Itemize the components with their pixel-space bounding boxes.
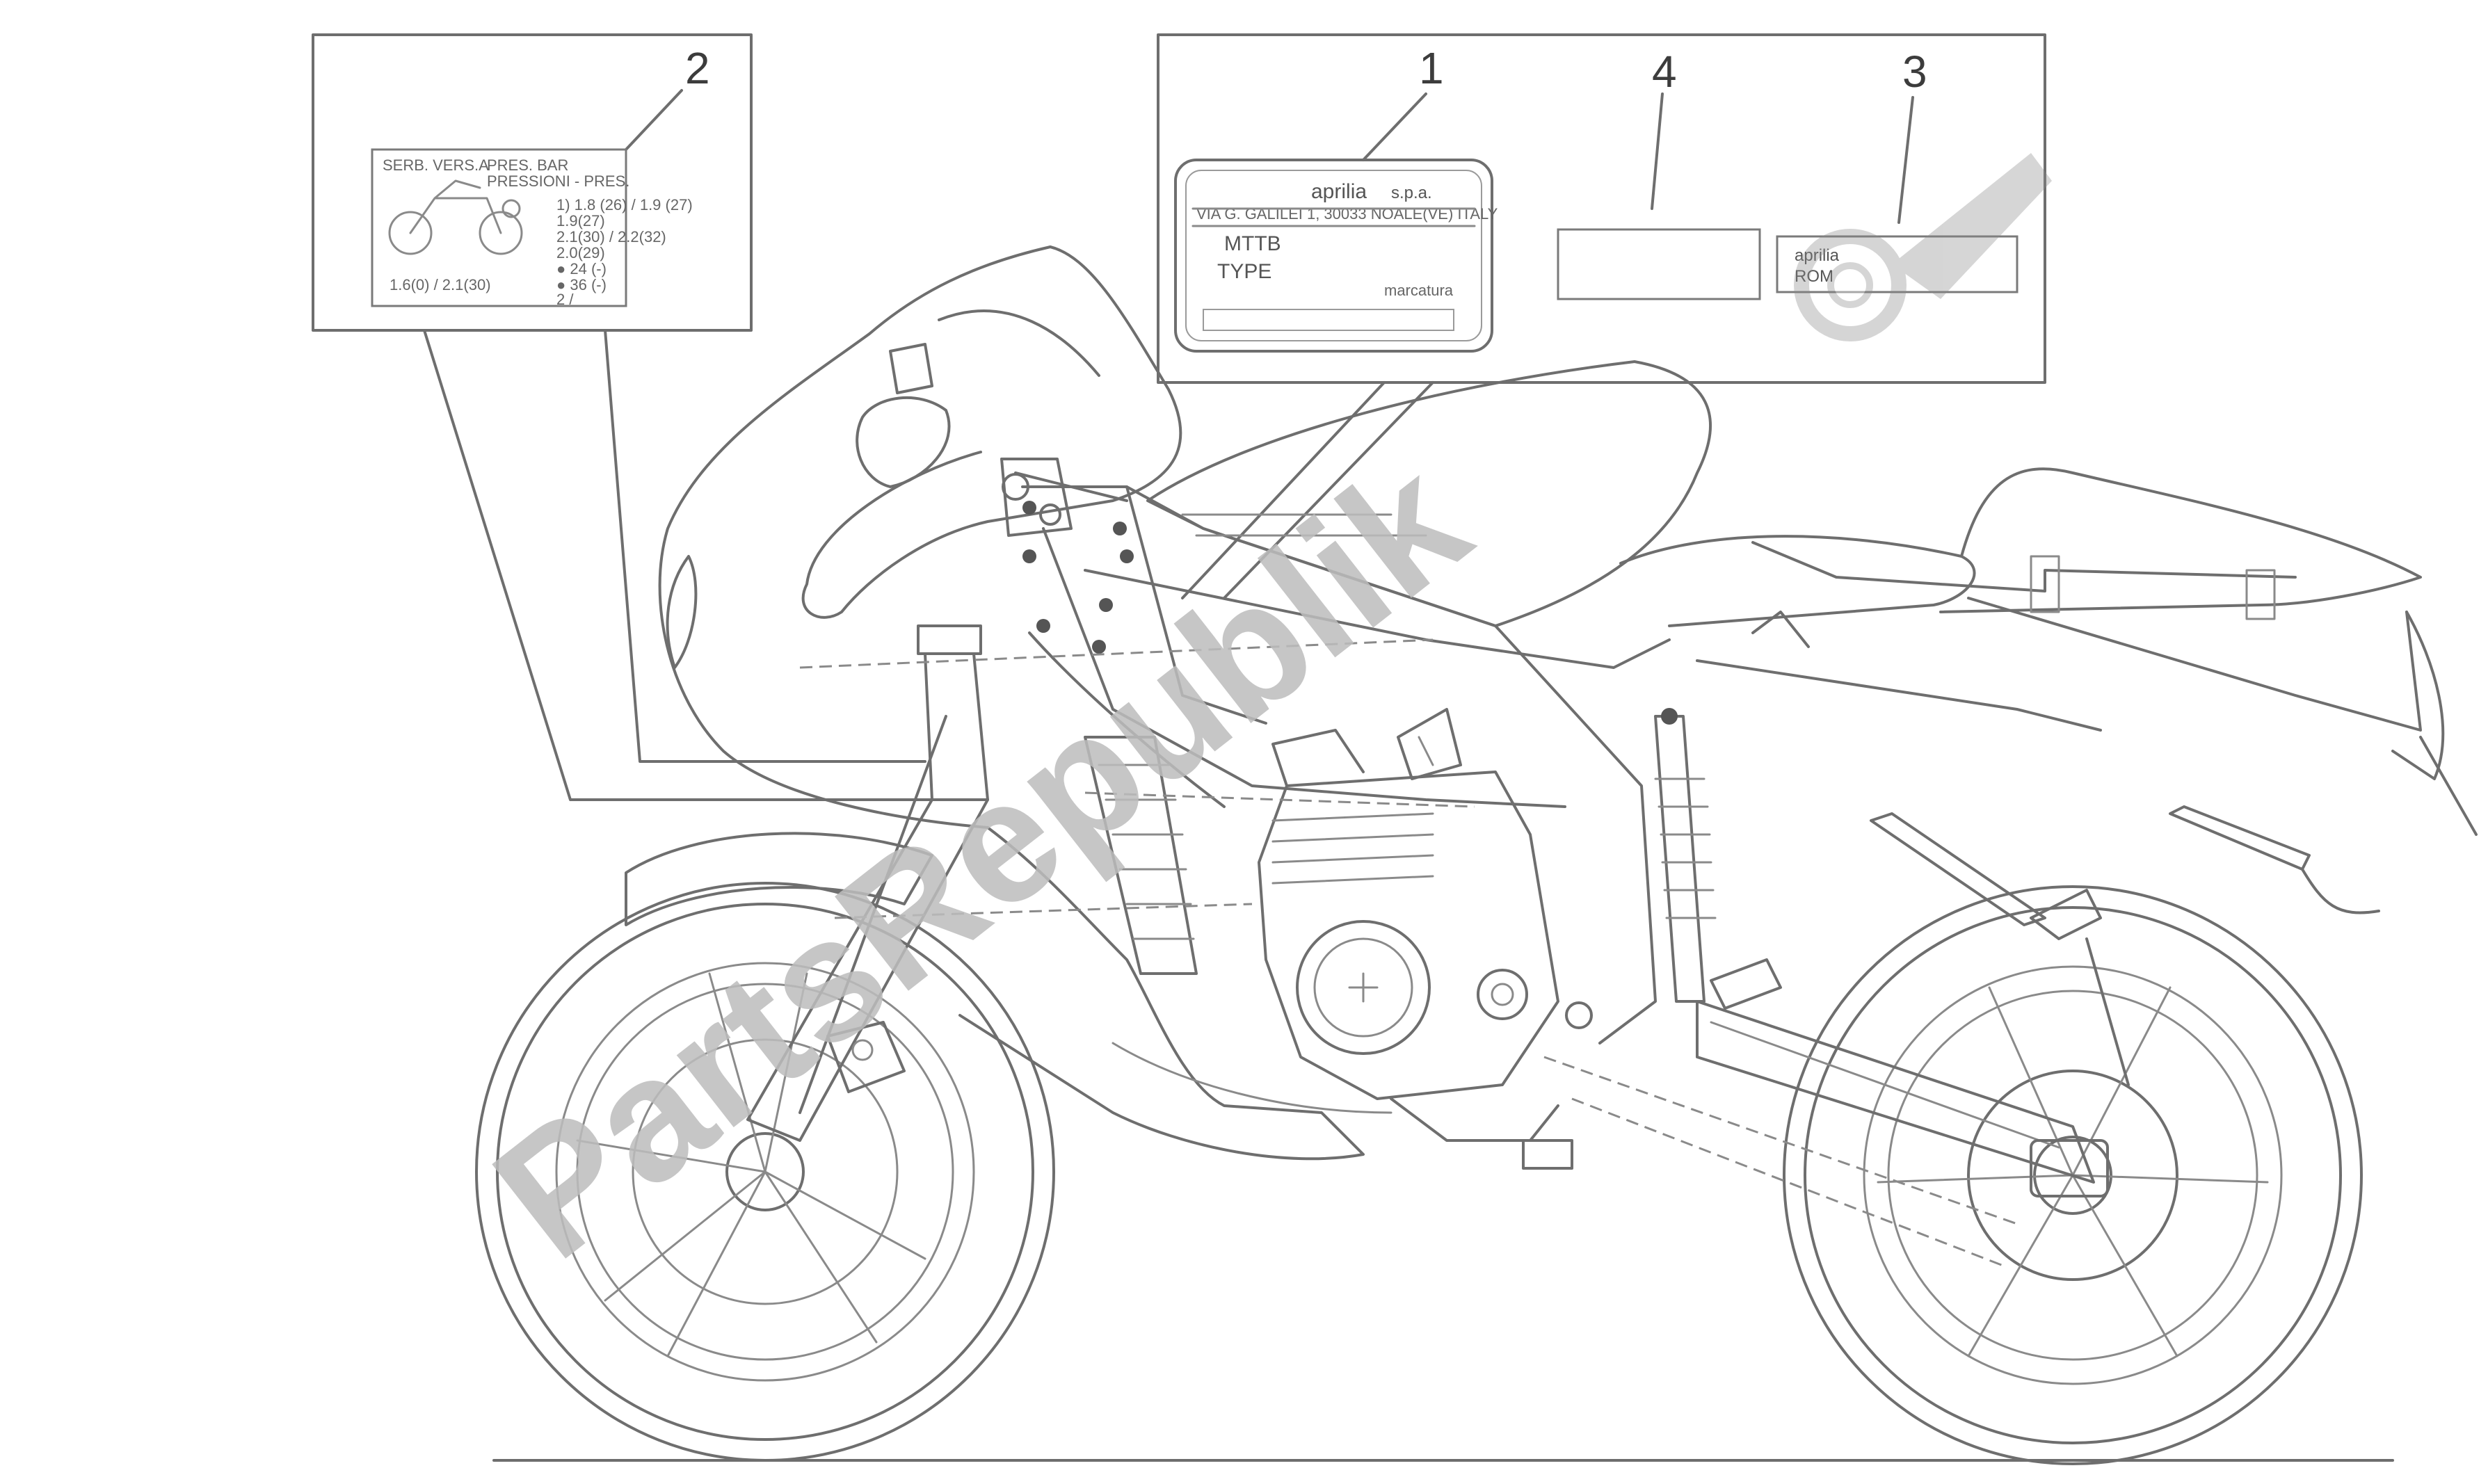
rear-wheel: [1783, 885, 2363, 1465]
label-3-sub: ROM: [1795, 267, 1833, 286]
label-2-header-right: PRES. BAR: [487, 156, 568, 174]
tire-pressure-label: SERB. VERS.A PRES. BAR PRESSIONI - PRES.…: [371, 148, 693, 308]
rear-stand-support: [1870, 805, 2380, 1086]
footpeg: [1710, 611, 1810, 1010]
label-2-row-3: 2.1(30) / 2.2(32): [556, 228, 666, 245]
wrench-gear-watermark-icon: [1794, 153, 2052, 341]
label-2-row-5: ● 24 (-): [556, 260, 607, 277]
label-2-row-8: 2 /: [556, 291, 574, 308]
label-2-row-7: 1.6(0) / 2.1(30): [390, 276, 491, 293]
label-2-header-right2: PRESSIONI - PRES.: [487, 172, 629, 190]
label-2-header-left: SERB. VERS.A: [383, 156, 489, 174]
callout-box-right: [1157, 33, 2046, 599]
plate-type-label: TYPE: [1217, 260, 1271, 283]
front-wheel: [475, 882, 1055, 1462]
swingarm: [1696, 1000, 2109, 1197]
radiator: [1084, 736, 1198, 975]
plate-maker-mark: marcatura: [1384, 282, 1454, 299]
mini-bike-icon: [388, 179, 523, 255]
label-3-brand: aprilia: [1795, 246, 1840, 265]
blank-label-4: [1557, 228, 1761, 300]
engine: [1258, 708, 1593, 1170]
callout-1: 1: [1419, 43, 1444, 93]
callout-3: 3: [1902, 47, 1927, 97]
seat: [1619, 535, 1976, 627]
plate-brand: aprilia: [1311, 180, 1367, 203]
front-fender: [625, 832, 933, 926]
plate-model-label: MTTB: [1224, 232, 1281, 255]
callout-box-left: [312, 33, 940, 801]
steering-head: [1000, 458, 1128, 537]
drive-chain: [1543, 1056, 2018, 1267]
callout-2: 2: [685, 43, 710, 93]
front-brake-caliper: [826, 1021, 906, 1093]
aprilia-label-3: aprilia ROM: [1776, 235, 2019, 293]
tail-section: [1696, 467, 2478, 836]
label-2-row-4: 2.0(29): [556, 244, 605, 261]
fuel-tank: [1146, 360, 1712, 627]
callout-4: 4: [1652, 47, 1677, 97]
label-2-row-1: 1) 1.8 (26) / 1.9 (27): [556, 196, 693, 213]
motorcycle: [475, 245, 2478, 1465]
identification-plate: aprilia s.p.a. VIA G. GALILEI 1, 30033 N…: [1174, 159, 1498, 353]
reference-dashed-line: [799, 638, 1475, 919]
label-2-row-2: 1.9(27): [556, 212, 605, 229]
plate-company: s.p.a.: [1391, 184, 1432, 202]
fairing: [658, 245, 1182, 829]
rear-shock: [1654, 708, 1717, 1003]
lower-fairing: [958, 826, 1365, 1161]
label-2-row-6: ● 36 (-): [556, 276, 607, 293]
front-fork: [746, 624, 989, 1142]
